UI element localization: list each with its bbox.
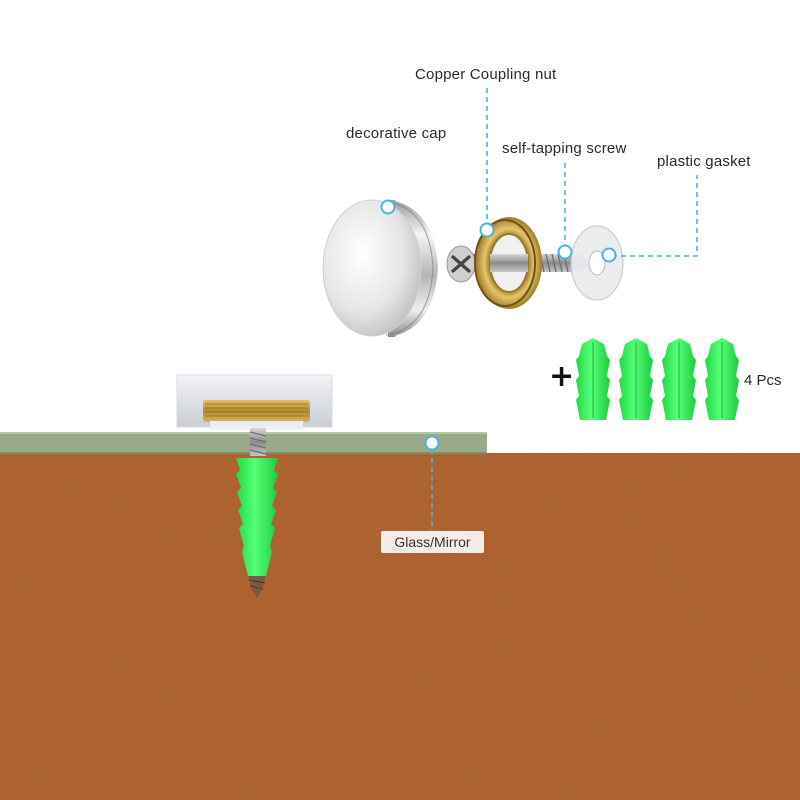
installed-gasket (210, 421, 303, 430)
screw-head (446, 245, 476, 283)
decorative-cap (322, 199, 438, 337)
wall-anchor (619, 338, 653, 420)
callout-lines (431, 88, 698, 531)
coupling-nut (474, 217, 542, 309)
glass-panel (0, 432, 487, 454)
label-screw: self-tapping screw (502, 140, 627, 157)
label-decorative-cap: decorative cap (346, 125, 447, 142)
wall-anchor (662, 338, 696, 420)
callout-marker-cap (380, 199, 396, 215)
wall-anchor (576, 338, 610, 420)
plastic-gasket (570, 225, 624, 301)
installed-wall-anchor (236, 458, 278, 576)
wall-surface (0, 453, 800, 800)
quantity-label: 4 Pcs (744, 372, 782, 389)
wall-anchors-group (576, 338, 739, 420)
callout-line-gasket (612, 175, 698, 257)
callout-markers (380, 199, 617, 451)
callout-marker-coupling-nut (479, 222, 495, 238)
label-glass: Glass/Mirror (381, 531, 484, 553)
callout-marker-screw (557, 244, 573, 260)
label-coupling-nut: Copper Coupling nut (415, 66, 557, 83)
wall-anchor (705, 338, 739, 420)
installed-assembly (176, 374, 333, 598)
plus-sign: + (549, 359, 575, 394)
installed-screw-tip (248, 576, 266, 598)
callout-marker-gasket (601, 247, 617, 263)
installed-coupling-nut (203, 400, 310, 422)
label-gasket: plastic gasket (657, 153, 751, 170)
exploded-view (322, 199, 624, 337)
callout-marker-glass (424, 435, 440, 451)
